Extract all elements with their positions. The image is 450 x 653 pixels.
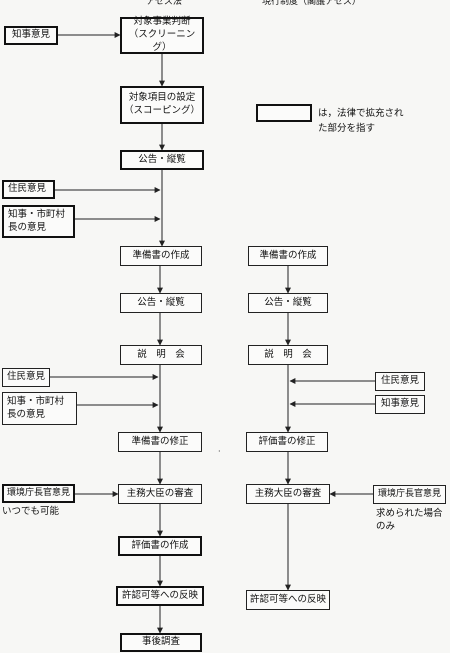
governor-mayor-opinion-box-1: 知事・市町村 長の意見 — [2, 205, 75, 238]
draft-prep-box: 準備書の作成 — [120, 246, 202, 266]
right-resident-opinion-box: 住民意見 — [375, 372, 425, 391]
right-briefing-box: 説 明 会 — [248, 345, 328, 365]
env-agency-opinion-box: 環境庁長官意見 — [2, 484, 75, 503]
screening-box: 対象事業判断 （スクリーニング） — [120, 16, 204, 54]
right-public-notice-box: 公告・縦覧 — [248, 293, 328, 313]
public-notice-box-1: 公告・縦覧 — [120, 150, 204, 170]
right-eval-revision-box: 評価書の修正 — [246, 432, 328, 452]
follow-up-box: 事後調査 — [120, 633, 202, 652]
header-assessment-law: アセス法 — [146, 0, 182, 7]
minister-review-box: 主務大臣の審査 — [118, 484, 202, 504]
resident-opinion-box-1: 住民意見 — [2, 180, 55, 199]
scoping-box: 対象項目の設定 （スコーピング） — [120, 86, 204, 124]
right-governor-opinion-box: 知事意見 — [375, 395, 425, 414]
eval-prep-box: 評価書の作成 — [118, 536, 202, 556]
briefing-box: 説 明 会 — [120, 345, 202, 365]
scan-dot: · — [218, 447, 221, 456]
governor-opinion-box: 知事意見 — [4, 26, 58, 45]
right-env-agency-opinion-box: 環境庁長官意見 — [373, 485, 446, 504]
permit-reflection-box: 許認可等への反映 — [116, 586, 204, 606]
env-agency-note-left: いつでも可能 — [2, 506, 60, 517]
header-current-system: 現行制度（閣議アセス） — [262, 0, 361, 7]
right-draft-prep-box: 準備書の作成 — [248, 246, 328, 266]
legend-thick-box-sample — [256, 104, 312, 122]
governor-mayor-opinion-box-2: 知事・市町村 長の意見 — [2, 392, 77, 425]
right-permit-reflection-box: 許認可等への反映 — [246, 590, 330, 610]
env-agency-note-right: 求められた場合 のみ — [376, 508, 443, 533]
resident-opinion-box-2: 住民意見 — [2, 368, 50, 387]
right-minister-review-box: 主務大臣の審査 — [246, 484, 330, 504]
draft-revision-box: 準備書の修正 — [118, 432, 202, 452]
legend-text: は，法律で拡充され た部分を指す — [318, 108, 404, 135]
public-notice-box-2: 公告・縦覧 — [120, 293, 202, 313]
